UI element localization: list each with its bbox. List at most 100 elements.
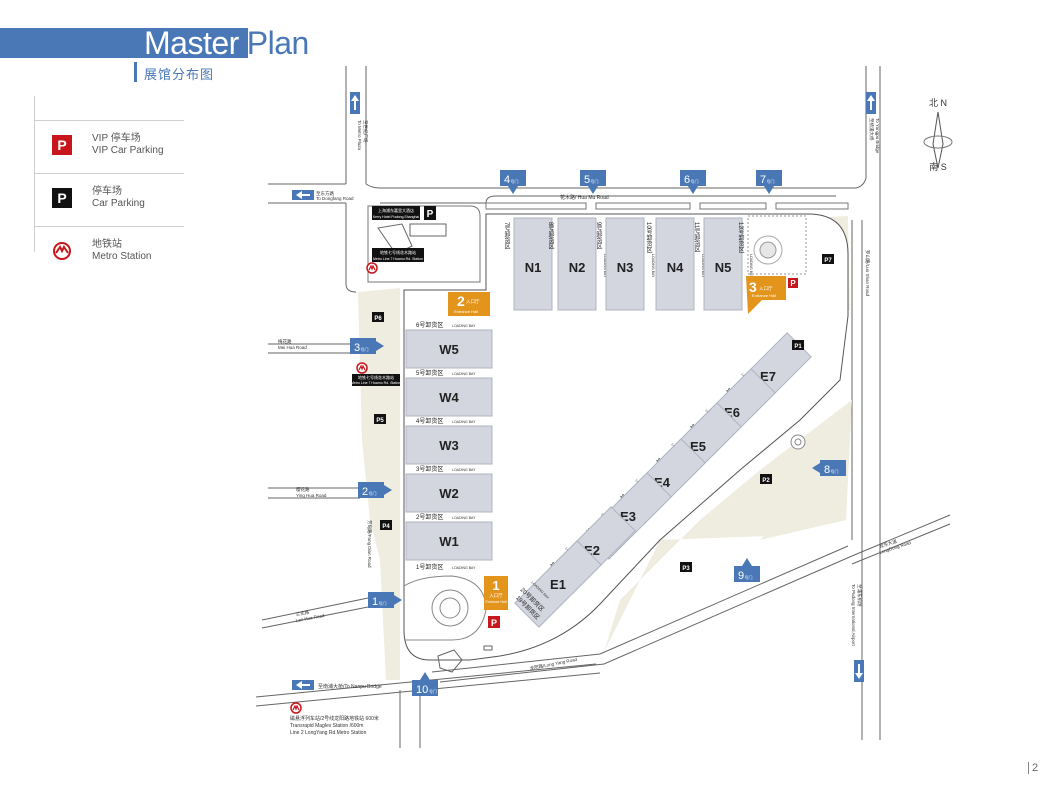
loading-bay-label: 4号卸货区 [416, 417, 443, 425]
gate-marker [368, 592, 394, 608]
metro-icon [366, 262, 378, 274]
gate-number: 5 [584, 174, 590, 186]
hua-mu-road: 花木路/ Hua Mu Road [485, 194, 849, 210]
loading-bay-label: 8号卸货区 [547, 222, 554, 250]
hotel-label-en: Kerry Hotel Pudong,Shanghai [373, 215, 420, 219]
arrow-icon [376, 341, 384, 351]
loading-bay-en: LOADING BAY [603, 254, 607, 278]
legend-label-en: VIP Car Parking [92, 145, 164, 156]
gate-marker [358, 482, 384, 498]
loading-bay-label: 6号卸货区 [416, 321, 443, 329]
gate-marker [350, 338, 376, 354]
compass-north: 北 N [929, 98, 947, 108]
hall-label: W3 [439, 438, 459, 453]
hall-label: E7 [760, 369, 776, 384]
hall-block [405, 329, 493, 369]
parking-p4: P4 [382, 524, 390, 530]
vip-parking-icon [788, 278, 798, 288]
metro-icon [290, 702, 302, 714]
loading-bay-en: LOADING BAY [701, 254, 705, 278]
compass-needle-icon [932, 111, 944, 169]
arrow-down-icon [855, 664, 863, 679]
maglev-en1: Transrapid Maglev Station /600m [290, 723, 363, 729]
loading-bay-label: 11号卸货区 [693, 222, 700, 253]
dir-plaza-cn: 至世纪广场 [362, 120, 369, 143]
hall-n1: N17号卸货区LOADING BAY [503, 217, 563, 311]
direction-markers: 至东方路 To Dongfang Road 至南浦大桥/To Nanpu Bri… [292, 92, 880, 690]
road-label-meihua-en: Mei Hua Road [278, 345, 307, 350]
loading-bay-label: 5号卸货区 [416, 369, 443, 377]
entrance-cn: 入口厅 [466, 299, 480, 305]
arrow-icon [812, 463, 820, 473]
maglev-cn: 磁悬浮列车站/2号线龙阳路地铁站 600米 [290, 715, 379, 722]
gate-number: 3 [354, 342, 360, 354]
hall-block [405, 521, 493, 561]
gate-suffix: 号门 [379, 600, 387, 606]
parking-p2: P2 [762, 478, 770, 484]
hall-block [405, 425, 493, 465]
entrance-en: Entrance Hall [454, 309, 478, 314]
east-halls: E713号卸货区LOADING BAYE614号卸货区LOADING BAYE5… [514, 332, 812, 628]
loading-bay-en: LOADING BAY [452, 324, 476, 328]
metro-west-label-en: Metro Line 7 Huamu Rd. Station [351, 381, 401, 385]
site-outline [403, 213, 849, 661]
road-label-meihua-cn: 梅花路 [278, 338, 292, 345]
arrow-icon [588, 186, 598, 194]
hall-block [513, 217, 553, 311]
gate-number: 1 [372, 596, 378, 608]
arrow-up-icon [351, 95, 359, 110]
hall-label: N2 [569, 260, 586, 275]
road-label-fangdian: 芳甸路/Fang Dian Road [366, 520, 373, 568]
gate-number: 9 [738, 570, 744, 582]
loading-bay-en: LOADING BAY [452, 372, 476, 376]
hall-label: N1 [525, 260, 542, 275]
gate-number: 6 [684, 174, 690, 186]
hotel-parking-label: P [427, 209, 434, 220]
legend-label-en: Metro Station [92, 251, 152, 262]
page-subtitle: 展馆分布图 [144, 67, 215, 82]
entrance-number: 1 [492, 578, 499, 593]
hall-block [405, 473, 493, 513]
south-buildings [437, 645, 493, 673]
parking-p5: P5 [376, 418, 384, 424]
loading-bay-label: 3号卸货区 [416, 465, 443, 473]
road-label-lanhua-cn: 兰花路 [295, 609, 310, 618]
dir-dongfang-en: To Dongfang Road [316, 196, 354, 201]
gate-marker [500, 170, 526, 186]
gate-marker [756, 170, 782, 186]
road-label-luoshan: 罗山路/Luo Shan Road [864, 250, 871, 297]
hall-block [405, 377, 493, 417]
dir-airport-en: To Pudong International Airport [851, 584, 856, 647]
gate-number: 2 [362, 486, 368, 498]
page-number: 2 [1028, 762, 1038, 774]
arrow-icon [420, 672, 430, 680]
kerry-hotel-block: 上海浦东嘉里大酒店 Kerry Hotel Pudong,Shanghai P … [366, 205, 481, 283]
north-roundabout [747, 215, 807, 275]
west-roundabout [403, 575, 487, 641]
parking-p7: P7 [824, 258, 832, 264]
subtitle-marker [134, 62, 137, 82]
hall-block [605, 217, 645, 311]
loading-bay-en: LOADING BAY [749, 254, 753, 278]
loading-bay-en: LOADING BAY [452, 468, 476, 472]
vip-parking-icon: P [52, 135, 72, 155]
gate-suffix: 号门 [369, 490, 377, 496]
gate-suffix: 号门 [767, 178, 775, 184]
hotel-label-bg [372, 206, 420, 220]
west-metro-station: 地铁七号线花木路站 Metro Line 7 Huamu Rd. Station [351, 362, 401, 386]
metro-icon [356, 362, 368, 374]
loading-bay-label: 7号卸货区 [503, 222, 510, 250]
arrow-icon [394, 595, 402, 605]
parking-p6: P6 [374, 316, 382, 322]
